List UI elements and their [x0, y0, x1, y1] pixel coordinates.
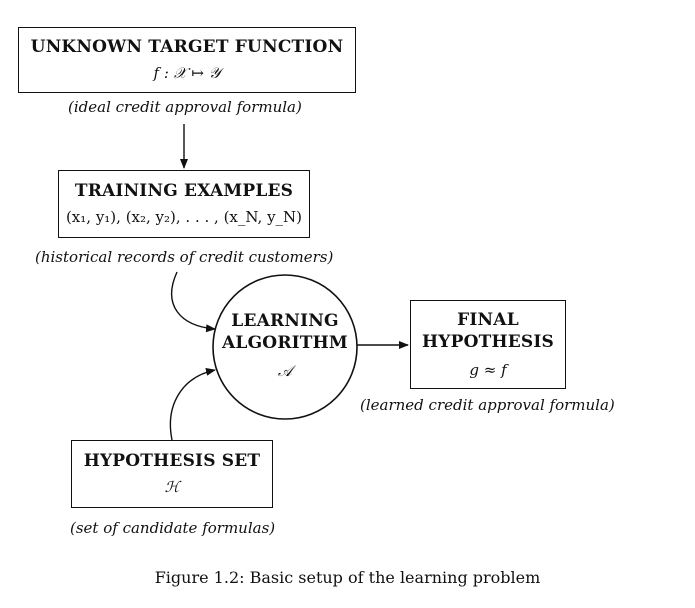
hypothesis-set-node: HYPOTHESIS SET ℋ	[71, 440, 273, 508]
arrow-hypothesis-to-algorithm	[169, 367, 216, 441]
learning-algorithm-label: LEARNING ALGORITHM 𝒜	[213, 310, 357, 382]
final-hypothesis-formula: g ≈ f	[469, 360, 507, 379]
arrow-training-to-algorithm	[171, 271, 216, 333]
final-hypothesis-title-line2: HYPOTHESIS	[422, 331, 554, 352]
target-function-formula: f : 𝒳 ↦ 𝒴	[153, 64, 221, 82]
training-examples-node: TRAINING EXAMPLES (x₁, y₁), (x₂, y₂), . …	[58, 170, 310, 238]
learning-algorithm-title-line2: ALGORITHM	[222, 333, 348, 353]
final-hypothesis-title-line1: FINAL	[457, 309, 519, 330]
training-examples-formula: (x₁, y₁), (x₂, y₂), . . . , (x_N, y_N)	[65, 208, 303, 226]
final-hypothesis-node: FINAL HYPOTHESIS g ≈ f	[410, 300, 566, 389]
learning-algorithm-title-line1: LEARNING	[231, 311, 339, 331]
unknown-target-function-node: UNKNOWN TARGET FUNCTION f : 𝒳 ↦ 𝒴	[18, 27, 356, 93]
learning-algorithm-symbol: 𝒜	[277, 362, 293, 380]
target-function-caption: (ideal credit approval formula)	[68, 98, 302, 116]
figure-caption: Figure 1.2: Basic setup of the learning …	[154, 568, 541, 587]
hypothesis-set-caption: (set of candidate formulas)	[70, 519, 276, 537]
hypothesis-set-title: HYPOTHESIS SET	[83, 451, 261, 471]
learning-algorithm-node	[212, 274, 358, 420]
training-examples-title: TRAINING EXAMPLES	[74, 181, 294, 201]
training-examples-caption: (historical records of credit customers)	[35, 248, 334, 266]
hypothesis-set-symbol: ℋ	[164, 478, 180, 496]
final-hypothesis-caption: (learned credit approval formula)	[360, 396, 615, 414]
unknown-target-function-title: UNKNOWN TARGET FUNCTION	[30, 37, 344, 57]
